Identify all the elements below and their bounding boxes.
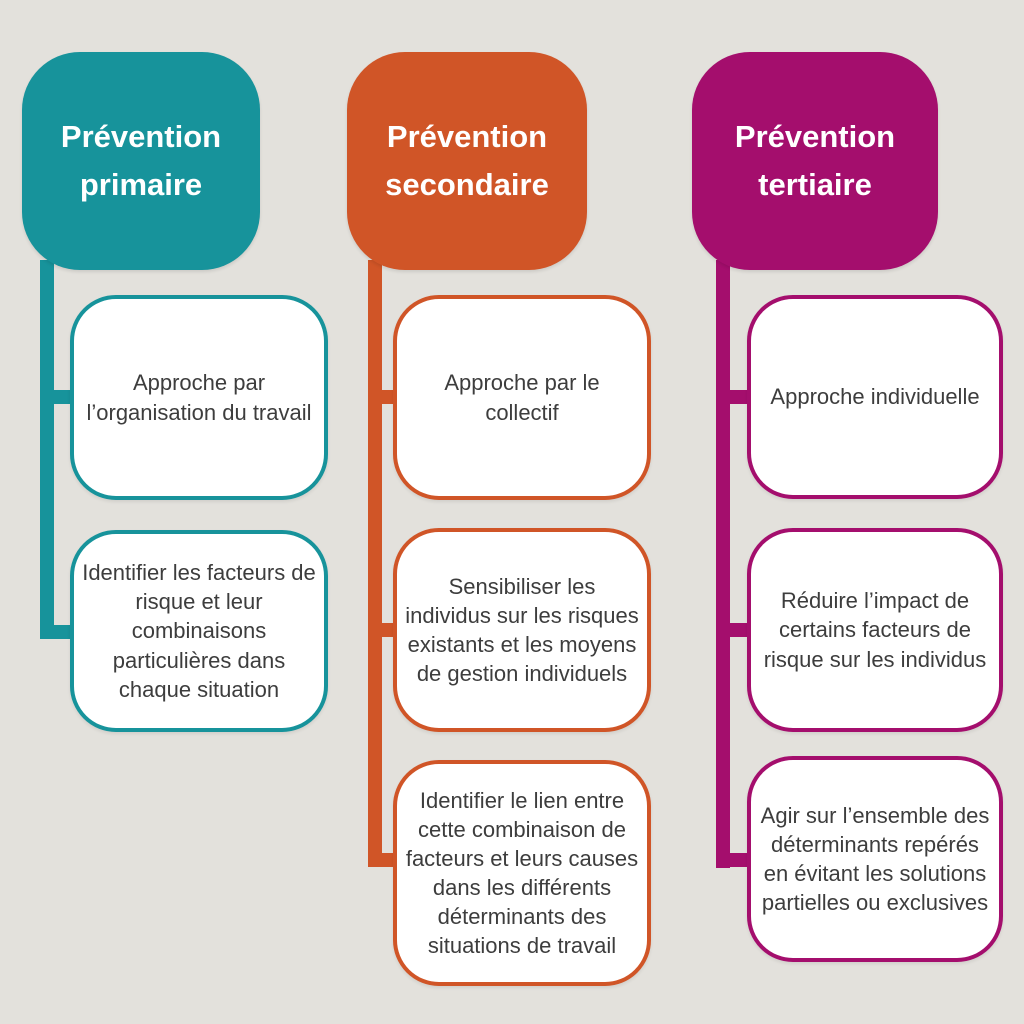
header-title-tertiaire: Prévention tertiaire <box>734 118 896 202</box>
card-text: Sensibiliser les individus sur les risqu… <box>405 573 639 687</box>
header-prevention-primaire: Prévention primaire <box>22 52 260 270</box>
card-primaire-1: Approche par l’organisation du travail <box>70 295 328 500</box>
connector-stub-tertiaire-2 <box>716 623 754 637</box>
card-text: Approche par l’organisation du travail <box>86 370 312 425</box>
connector-line-tertiaire <box>716 260 730 868</box>
card-text: Approche par le collectif <box>444 370 600 425</box>
card-text: Réduire l’impact de certains facteurs de… <box>763 588 987 672</box>
card-tertiaire-3: Agir sur l’ensemble des déterminants rep… <box>747 756 1003 962</box>
card-text: Identifier les facteurs de risque et leu… <box>82 560 316 702</box>
card-primaire-2: Identifier les facteurs de risque et leu… <box>70 530 328 732</box>
card-text: Agir sur l’ensemble des déterminants rep… <box>760 802 990 916</box>
connector-stub-tertiaire-3 <box>716 853 754 867</box>
header-title-primaire: Prévention primaire <box>60 118 222 202</box>
card-secondaire-1: Approche par le collectif <box>393 295 651 500</box>
connector-stub-primaire-1 <box>40 390 76 404</box>
card-secondaire-2: Sensibiliser les individus sur les risqu… <box>393 528 651 732</box>
card-tertiaire-1: Approche individuelle <box>747 295 1003 499</box>
connector-line-primaire <box>40 260 54 639</box>
card-text: Identifier le lien entre cette combinais… <box>405 787 639 959</box>
connector-line-secondaire <box>368 260 382 867</box>
header-prevention-tertiaire: Prévention tertiaire <box>692 52 938 270</box>
card-tertiaire-2: Réduire l’impact de certains facteurs de… <box>747 528 1003 732</box>
header-prevention-secondaire: Prévention secondaire <box>347 52 587 270</box>
header-title-secondaire: Prévention secondaire <box>385 118 549 202</box>
card-text: Approche individuelle <box>770 384 980 410</box>
card-secondaire-3: Identifier le lien entre cette combinais… <box>393 760 651 986</box>
connector-stub-primaire-2 <box>40 625 76 639</box>
connector-stub-tertiaire-1 <box>716 390 754 404</box>
